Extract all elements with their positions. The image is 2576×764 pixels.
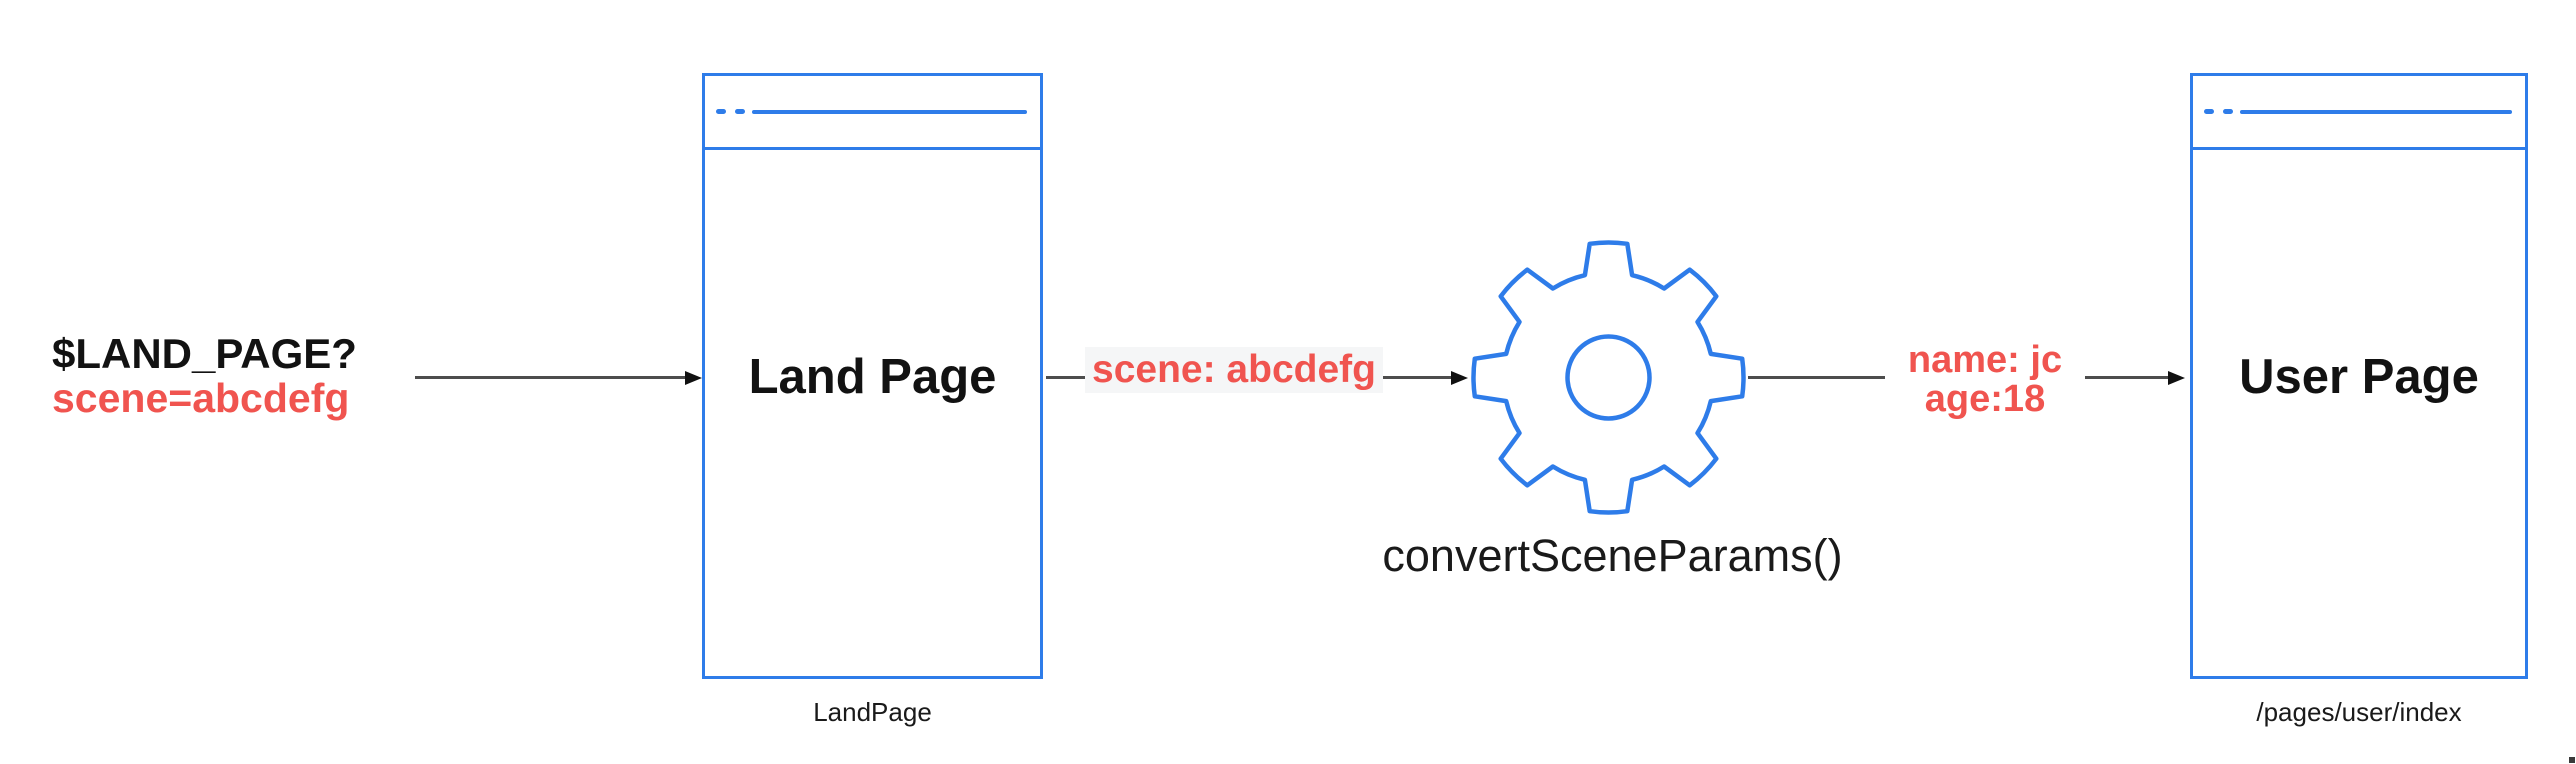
arrowhead-icon [1451, 370, 1468, 385]
titlebar-line-icon [2240, 110, 2512, 114]
land-page-titlebar [705, 76, 1040, 150]
node-user-page[interactable]: User Page [2190, 73, 2528, 679]
gear-icon[interactable] [1469, 238, 1748, 517]
titlebar-dot-icon [2223, 109, 2233, 114]
edge-params-to-landpage[interactable] [415, 376, 687, 379]
artifact-speck [2569, 757, 2575, 763]
titlebar-dot-icon [735, 109, 745, 114]
titlebar-line-icon [752, 110, 1027, 114]
entry-params-label: $LAND_PAGE? scene=abcdefg [52, 331, 362, 421]
edge-label-converted-params: name: jc age:18 [1885, 341, 2085, 419]
node-land-page[interactable]: Land Page [702, 73, 1043, 679]
land-page-title: Land Page [748, 350, 997, 404]
arrowhead-icon [2168, 370, 2185, 385]
entry-url-path: $LAND_PAGE? [52, 330, 357, 377]
user-page-caption: /pages/user/index [2256, 697, 2462, 727]
edge-label-scene-param: scene: abcdefg [1085, 347, 1383, 393]
edge-label-name-param: name: jc [1907, 339, 2063, 381]
titlebar-dot-icon [716, 109, 726, 114]
land-page-caption: LandPage [813, 697, 932, 727]
arrowhead-icon [685, 370, 702, 385]
converter-function-label: convertSceneParams() [1382, 530, 1843, 581]
user-page-title: User Page [2239, 350, 2479, 404]
edge-label-age-param: age:18 [1924, 378, 2046, 420]
titlebar-dot-icon [2204, 109, 2214, 114]
user-page-titlebar [2193, 76, 2525, 150]
entry-url-query: scene=abcdefg [52, 375, 350, 421]
